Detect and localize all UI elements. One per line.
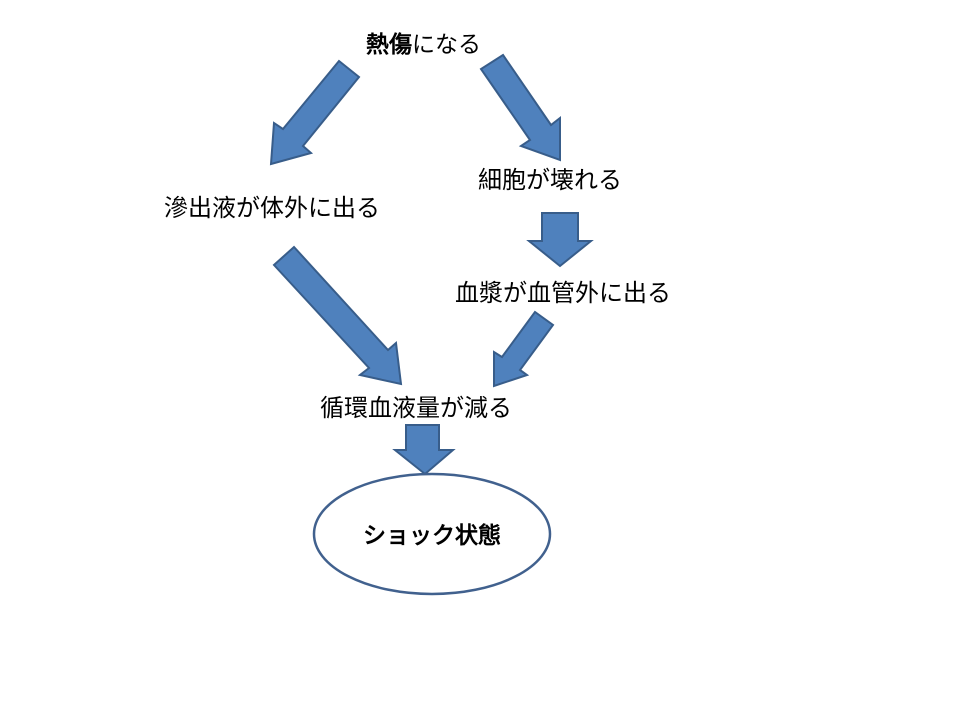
node-label-plasma: 血漿が血管外に出る: [455, 280, 671, 307]
node-label-shock: ショック状態: [363, 522, 501, 548]
arrow-burn-to-exudate: [269, 59, 361, 166]
arrow-burn-to-cell: [479, 53, 561, 162]
node-label-burn-rest: になる: [412, 31, 481, 57]
arrow-volume-to-shock: [392, 424, 456, 476]
shock-ellipse: [312, 472, 552, 596]
node-label-volume: 循環血液量が減る: [320, 395, 512, 422]
node-label-burn: 熱傷になる: [366, 31, 481, 57]
node-label-exudate: 滲出液が体外に出る: [164, 195, 380, 222]
arrow-plasma-to-volume: [493, 310, 555, 388]
node-label-cell: 細胞が壊れる: [478, 167, 622, 194]
node-label-burn-bold: 熱傷: [366, 31, 412, 57]
arrow-exudate-to-volume: [272, 245, 403, 386]
arrow-cell-to-plasma: [526, 212, 594, 268]
